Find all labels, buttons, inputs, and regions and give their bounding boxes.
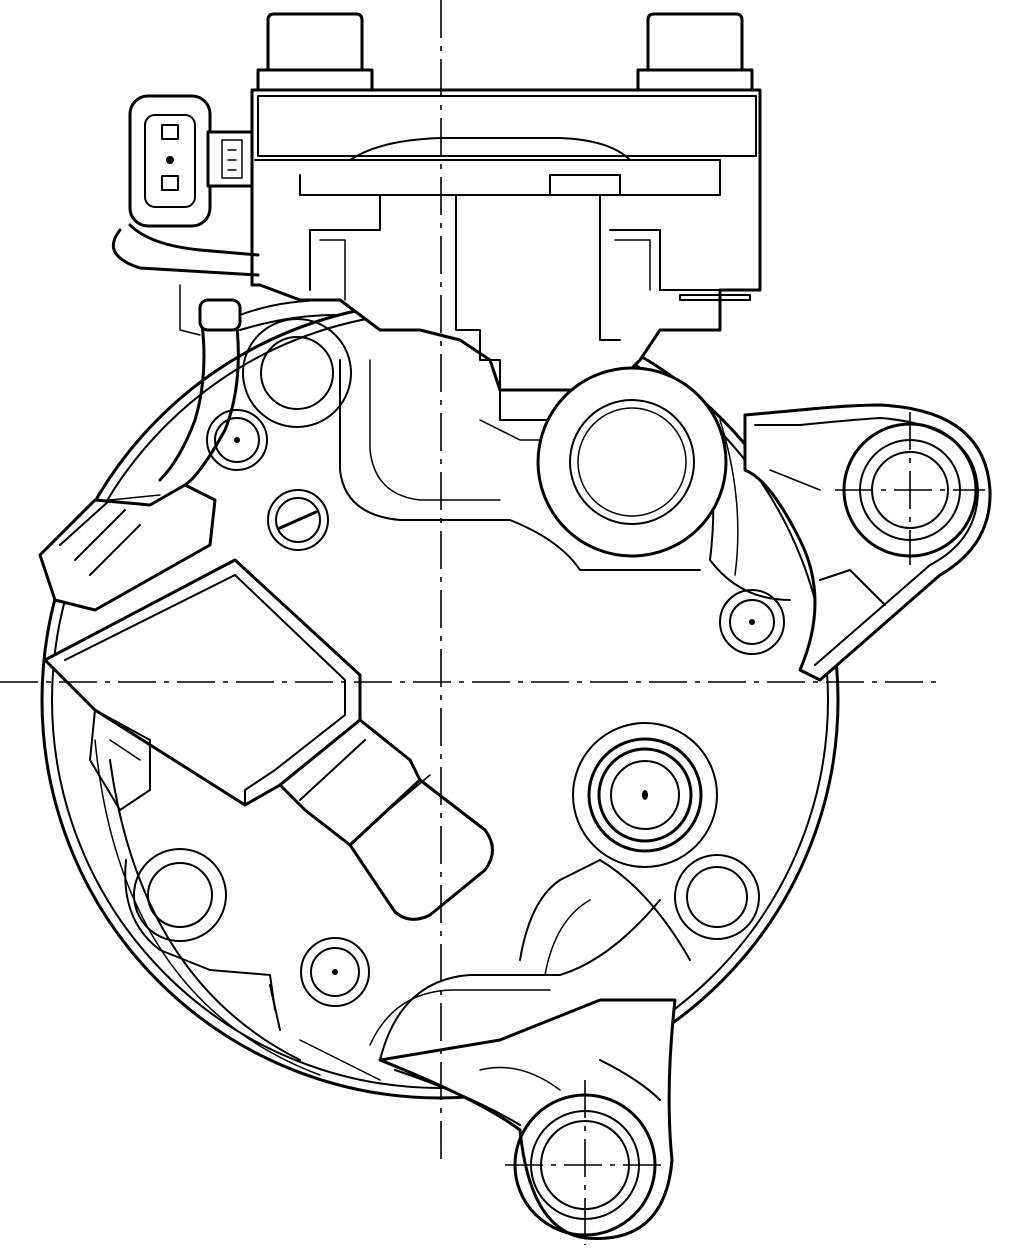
boss-upper-left (242, 318, 352, 428)
control-valve (38, 483, 494, 921)
electrical-connector (128, 94, 254, 228)
mounting-stud-right (636, 12, 754, 92)
mounting-ear-right (743, 403, 992, 682)
mounting-stud-left (256, 12, 374, 92)
boss-small-bottom (300, 937, 370, 1007)
boss-lower-left (124, 848, 276, 1011)
boss-lower-right (674, 854, 760, 940)
centerlines (0, 0, 985, 1245)
boss-small-right (719, 589, 785, 655)
adjust-screw (267, 489, 329, 551)
suction-port (536, 366, 728, 558)
mounting-ear-bottom (378, 998, 677, 1241)
wire-harness (111, 223, 336, 487)
boss-small-left (206, 409, 268, 471)
valve-block (250, 88, 762, 441)
discharge-port (572, 722, 718, 868)
